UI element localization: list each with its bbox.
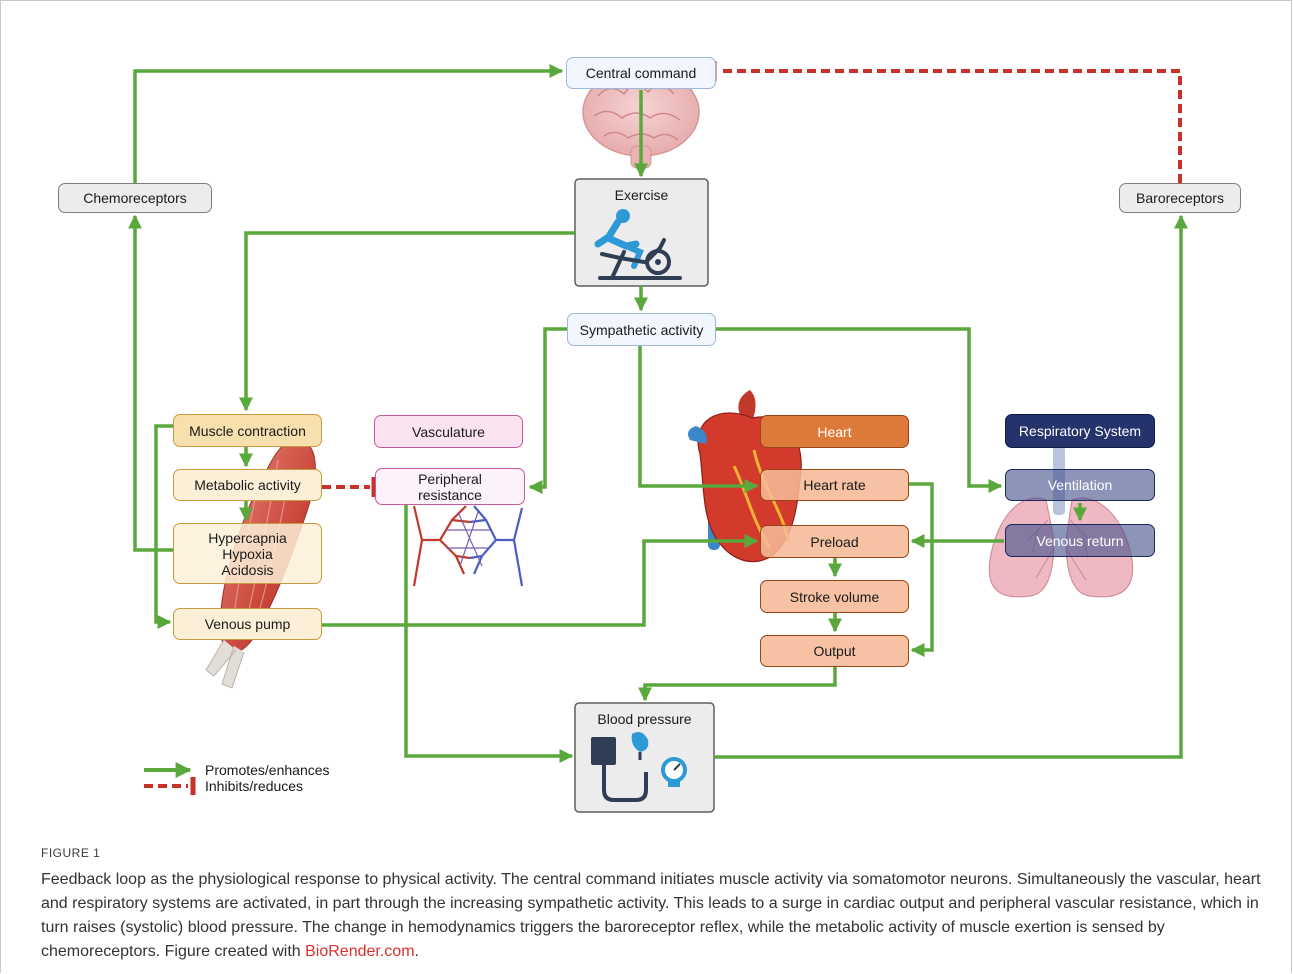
edge-exercise-to-muscle — [239, 231, 575, 412]
exercise-label: Exercise — [614, 187, 669, 203]
edge-heartrate-to-output — [909, 482, 934, 657]
edge-sympathetic-to-resistance — [528, 327, 567, 494]
edge-sympathetic-to-ventilation — [716, 327, 1003, 493]
heart-rate-node: Heart rate — [760, 469, 909, 501]
edge-venouspump-to-preload — [322, 534, 759, 627]
hypercapnia-label: Hypercapnia — [208, 529, 287, 546]
edge-chemo-to-central — [133, 64, 564, 183]
edge-baro-inhibits-central — [719, 69, 1182, 183]
figure-label: FIGURE 1 — [41, 846, 101, 860]
ventilation-node: Ventilation — [1005, 469, 1155, 501]
edge-output-to-bp — [638, 667, 837, 702]
edge-muscle-to-venouspump — [154, 424, 173, 629]
edge-bp-to-baroreceptors — [714, 214, 1188, 759]
output-node: Output — [760, 635, 909, 667]
acidosis-label: Acidosis — [221, 561, 274, 578]
legend-inhibits-label: Inhibits/reduces — [205, 778, 304, 794]
biorender-link[interactable]: BioRender.com — [305, 943, 415, 960]
venous-pump-node: Venous pump — [173, 608, 322, 640]
stroke-volume-node: Stroke volume — [760, 580, 909, 613]
heart-node: Heart — [760, 415, 909, 448]
sympathetic-activity-node: Sympathetic activity — [567, 313, 716, 346]
venous-return-node: Venous return — [1005, 524, 1155, 557]
hypoxia-label: Hypoxia — [222, 545, 273, 562]
vasculature-icon — [412, 505, 524, 587]
muscle-contraction-node: Muscle contraction — [173, 414, 322, 447]
baroreceptors-node: Baroreceptors — [1119, 183, 1241, 213]
chemoreceptors-node: Chemoreceptors — [58, 183, 212, 213]
vasculature-node: Vasculature — [374, 415, 523, 448]
lungs-icon — [988, 445, 1134, 598]
edge-sympathetic-to-heartrate — [638, 346, 759, 493]
preload-node: Preload — [760, 525, 909, 558]
peripheral-resistance-node: Peripheral resistance — [375, 468, 525, 505]
hypercapnia-hypoxia-acidosis-node: Hypercapnia Hypoxia Acidosis — [173, 523, 322, 584]
metabolic-activity-node: Metabolic activity — [173, 469, 322, 501]
blood-pressure-label: Blood pressure — [597, 711, 692, 727]
cyclist-icon — [594, 209, 682, 280]
legend-promotes-label: Promotes/enhances — [205, 762, 330, 778]
respiratory-system-node: Respiratory System — [1005, 414, 1155, 448]
edge-resistance-to-bp — [404, 505, 574, 763]
blood-pressure-monitor-icon — [591, 732, 687, 802]
figure-caption: Feedback loop as the physiological respo… — [41, 871, 1261, 960]
edge-hypercapnia-to-chemo — [128, 214, 173, 552]
central-command-node: Central command — [566, 57, 716, 89]
